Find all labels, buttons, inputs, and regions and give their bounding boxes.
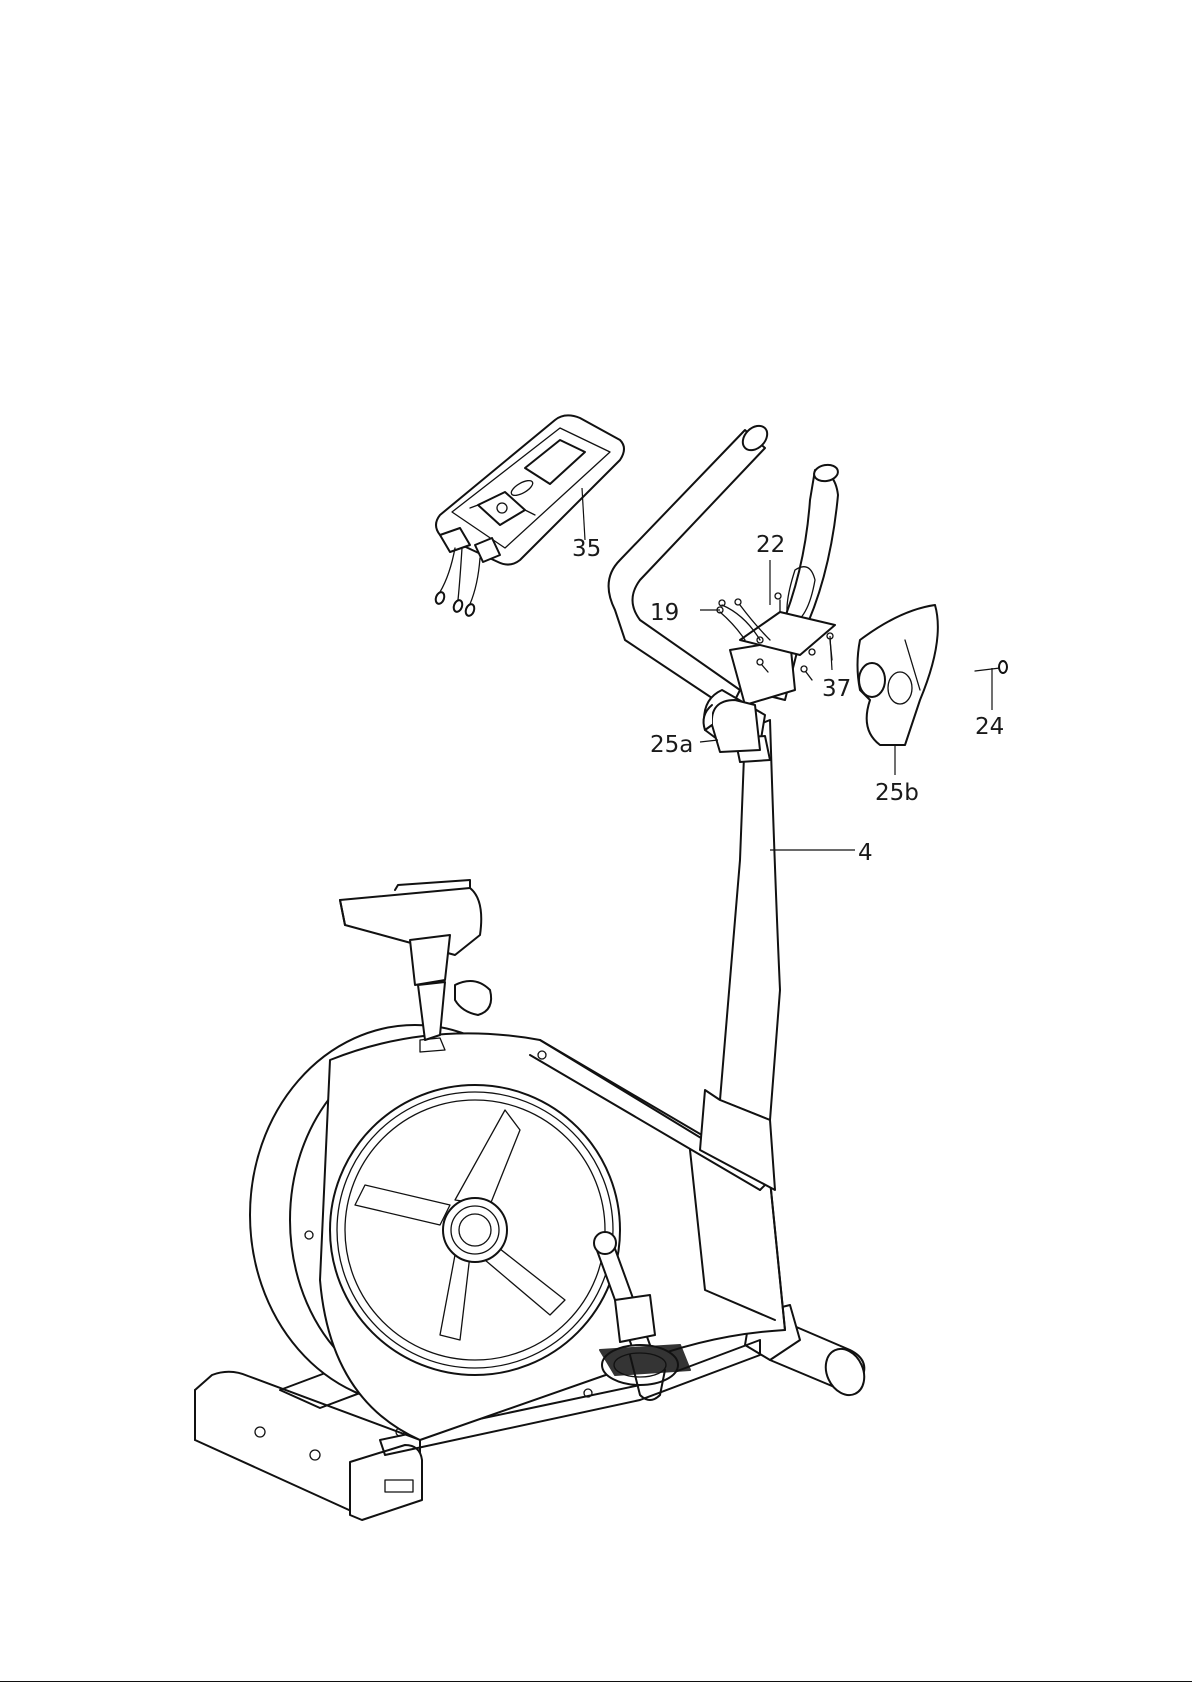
flywheel-housing [250,1025,785,1440]
leader-25a [700,740,718,742]
rear-cover [858,605,938,745]
bolt [975,661,1007,673]
callout-19: 19 [650,600,679,626]
callout-37: 37 [822,676,851,702]
callout-25a: 25a [650,732,693,758]
callout-4: 4 [858,840,873,866]
front-cover [704,700,760,752]
callout-24: 24 [975,714,1004,740]
page-bottom-rule [0,1681,1192,1682]
callout-22: 22 [756,532,785,558]
console [434,415,624,617]
upright-post [700,720,780,1190]
callout-35: 35 [572,536,601,562]
callout-25b: 25b [875,780,919,806]
